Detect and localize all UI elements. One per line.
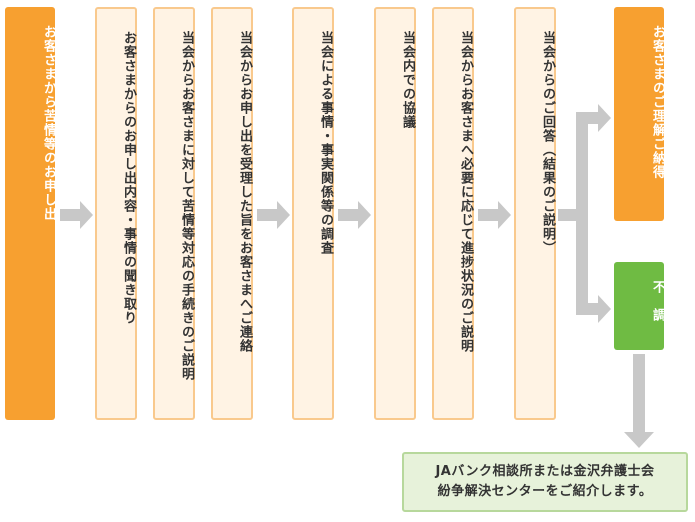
arrow-down-icon xyxy=(624,354,654,448)
step-4-label: 当会からお申し出を受理した旨をお客さまへご連絡 xyxy=(237,31,252,353)
arrow-right-icon xyxy=(576,104,611,132)
outcome-understanding-box: お客さまのご理解ご納得 xyxy=(614,7,665,221)
step-3-label: 当会からお客さまに対して苦情等対応の手続きのご説明 xyxy=(179,31,194,381)
outcome-unresolved-label: 不 調 xyxy=(650,280,665,322)
step-4-box: 当会からお申し出を受理した旨をお客さまへご連絡 xyxy=(211,7,253,420)
step-6-label: 当会内での協議 xyxy=(400,31,415,129)
step-5-box: 当会による事情・事実関係等の調査 xyxy=(292,7,334,420)
arrow-right-icon xyxy=(478,201,511,229)
step-2-box: お客さまからのお申し出内容・事情の聞き取り xyxy=(95,7,137,420)
step-7-label: 当会からお客さまへ必要に応じて進捗状況のご説明 xyxy=(458,31,473,353)
referral-box: JAバンク相談所または金沢弁護士会 紛争解決センターをご紹介します。 xyxy=(402,452,688,512)
referral-line-1: JAバンク相談所または金沢弁護士会 xyxy=(435,464,655,479)
step-7-box: 当会からお客さまへ必要に応じて進捗状況のご説明 xyxy=(432,7,474,420)
step-1-box: お客さまから苦情等のお申し出 xyxy=(5,7,56,420)
step-2-label: お客さまからのお申し出内容・事情の聞き取り xyxy=(121,31,136,325)
step-6-box: 当会内での協議 xyxy=(374,7,416,420)
step-8-box: 当会からのご回答（結果のご説明） xyxy=(514,7,556,420)
branch-trunk xyxy=(576,112,588,315)
step-3-box: 当会からお客さまに対して苦情等対応の手続きのご説明 xyxy=(153,7,195,420)
step-8-label: 当会からのご回答（結果のご説明） xyxy=(540,31,555,255)
arrow-right-icon xyxy=(576,295,611,323)
step-1-label: お客さまから苦情等のお申し出 xyxy=(41,25,56,221)
referral-line-2: 紛争解決センターをご紹介します。 xyxy=(437,484,653,499)
arrow-right-icon xyxy=(60,201,93,229)
arrow-right-icon xyxy=(338,201,371,229)
outcome-unresolved-box: 不 調 xyxy=(614,262,665,350)
arrow-right-icon xyxy=(257,201,290,229)
step-5-label: 当会による事情・事実関係等の調査 xyxy=(318,31,333,255)
branch-stem xyxy=(558,209,578,221)
outcome-understanding-label: お客さまのご理解ご納得 xyxy=(650,25,665,179)
